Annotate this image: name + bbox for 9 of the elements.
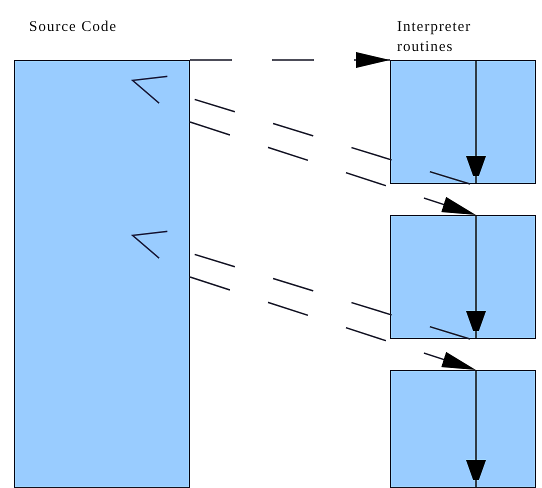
dashed-arrow: [132, 230, 470, 340]
dashed-arrow: [190, 121, 476, 216]
routine-box: [390, 215, 536, 339]
dashed-arrow: [132, 76, 470, 185]
heading: Source Code: [29, 18, 118, 37]
dashed-arrow: [190, 52, 390, 68]
heading: Interpreter routines: [397, 18, 472, 57]
dashed-arrow: [190, 276, 476, 371]
routine-box: [390, 370, 536, 488]
